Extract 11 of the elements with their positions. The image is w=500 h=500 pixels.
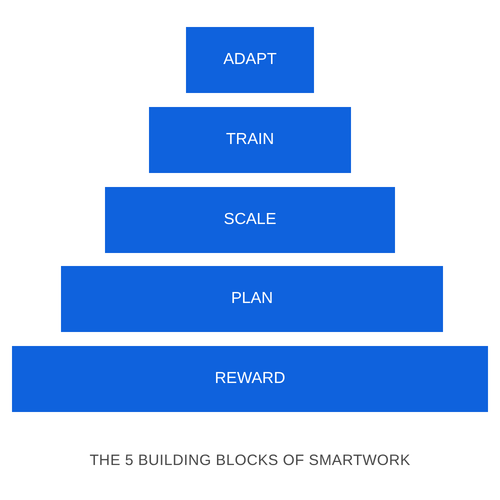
block-label: ADAPT: [223, 50, 277, 70]
block-label: REWARD: [214, 369, 286, 389]
pyramid-block: [61, 266, 443, 332]
block-label: SCALE: [224, 210, 276, 230]
diagram-caption: THE 5 BUILDING BLOCKS OF SMARTWORK: [90, 451, 410, 471]
block-label: PLAN: [231, 289, 273, 309]
block-label: TRAIN: [226, 130, 274, 150]
pyramid-block: [105, 187, 395, 253]
pyramid-block: [12, 346, 488, 412]
pyramid-block: [149, 107, 351, 173]
pyramid-block: [186, 27, 314, 93]
